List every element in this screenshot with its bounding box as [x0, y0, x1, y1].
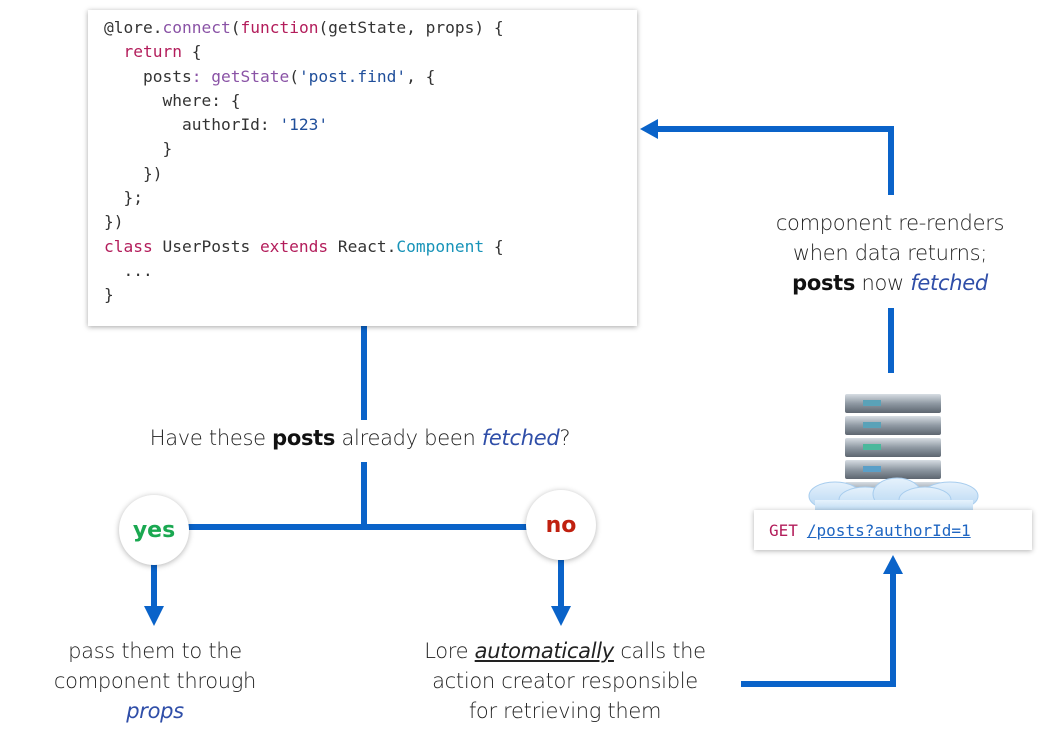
yes-label: yes [132, 517, 176, 543]
yes-result-line2: component through [53, 669, 257, 693]
to-server-line [741, 572, 896, 687]
rerender-text: component re-renders when data returns; … [740, 208, 1040, 298]
yes-result-text: pass them to the component through props [0, 636, 310, 726]
cloud-shape [808, 477, 979, 513]
no-result-line2: action creator responsible [432, 669, 698, 693]
no-node: no [526, 490, 596, 560]
code-token [104, 42, 124, 61]
question-bold: posts [272, 426, 336, 450]
question-text-mid: already been [335, 426, 482, 450]
code-snippet-card: @lore.connect(function(getState, props) … [88, 10, 637, 326]
rerender-line2: when data returns; [792, 241, 988, 265]
code-line: authorId: '123' [104, 113, 637, 137]
code-token: function [240, 18, 319, 37]
back-to-code-line [655, 126, 894, 195]
code-line: where: { [104, 89, 637, 113]
code-line: posts: getState('post.find', { [104, 65, 637, 89]
code-token: authorId: [104, 115, 280, 135]
code-token: UserPosts [152, 236, 260, 256]
code-token: Component [396, 236, 485, 256]
code-token: }) [104, 163, 163, 183]
rerender-italic: fetched [910, 271, 988, 295]
code-arrowhead [640, 119, 658, 139]
code-token: ( [230, 18, 241, 37]
code-token: 'post.find' [298, 66, 407, 86]
code-token: where: { [104, 90, 241, 110]
yes-arrowhead [144, 606, 164, 626]
http-request-box: GET /posts?authorId=1 [754, 510, 1032, 550]
no-result-pre: Lore [424, 639, 475, 663]
code-token: , { [406, 66, 436, 86]
code-line: }; [104, 186, 637, 210]
yes-result-line1: pass them to the [68, 639, 242, 663]
code-token: { [484, 236, 504, 256]
question-italic: fetched [481, 426, 560, 450]
rerender-bold: posts [792, 271, 856, 295]
code-line: ... [104, 259, 637, 283]
no-arrowhead [551, 606, 571, 626]
fetched-question: Have these posts already been fetched? [100, 423, 620, 453]
code-token: class [104, 236, 153, 256]
code-token: @lore. [104, 18, 163, 37]
code-token: getState [211, 66, 290, 86]
rerender-line1: component re-renders [775, 211, 1005, 235]
no-label: no [545, 512, 577, 538]
no-result-underlined: automatically [474, 639, 615, 663]
code-token: } [104, 285, 114, 305]
code-line: } [104, 137, 637, 161]
code-token: return [123, 42, 182, 62]
code-token: : [191, 66, 212, 86]
no-result-post: calls the [613, 639, 706, 663]
code-line: @lore.connect(function(getState, props) … [104, 16, 637, 40]
request-url-link[interactable]: /posts?authorId=1 [806, 520, 971, 540]
question-mark: ? [559, 426, 571, 450]
cloud-server-icon [808, 394, 979, 513]
code-line: class UserPosts extends React.Component … [104, 235, 637, 259]
no-result-line3: for retrieving them [468, 699, 662, 723]
code-line: } [104, 283, 637, 307]
http-verb: GET [769, 520, 798, 540]
code-token: '123' [279, 115, 329, 135]
rerender-mid: now [855, 271, 911, 295]
code-token: (getState, props) { [318, 18, 504, 37]
code-line: return { [104, 40, 637, 64]
yes-node: yes [119, 495, 189, 565]
server-arrowhead [883, 555, 903, 574]
code-token: } [104, 139, 173, 159]
code-token: posts [104, 66, 192, 86]
code-token: }; [104, 188, 143, 208]
code-token: extends [259, 236, 329, 256]
code-token: connect [162, 18, 231, 37]
no-result-text: Lore automatically calls the action crea… [390, 636, 740, 726]
code-line: }) [104, 162, 637, 186]
question-text: Have these [149, 426, 273, 450]
code-line: }) [104, 210, 637, 234]
code-token: { [181, 42, 202, 62]
code-token: }) [104, 212, 124, 232]
code-token: ... [104, 260, 153, 280]
code-token: ( [289, 66, 299, 86]
yes-result-props: props [126, 699, 184, 723]
code-token: React. [328, 236, 397, 256]
code-snippet: @lore.connect(function(getState, props) … [104, 16, 637, 308]
